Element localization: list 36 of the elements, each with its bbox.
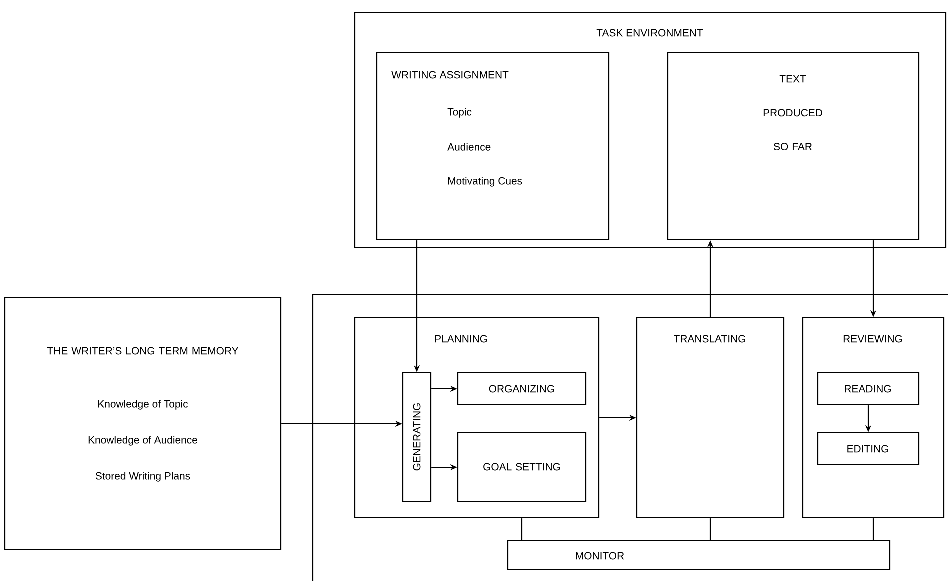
label: MONITOR — [576, 552, 624, 560]
label: REVIEWING — [844, 335, 902, 343]
label: GENERATING — [413, 404, 421, 471]
label: GOAL SETTING — [484, 463, 560, 471]
environment-box — [354, 12, 947, 249]
assignment-box — [376, 52, 610, 241]
process-box — [802, 317, 945, 519]
process-box — [312, 294, 948, 581]
label: ORGANIZING — [489, 385, 554, 393]
label: TRANSLATING — [674, 335, 746, 343]
process-box — [354, 317, 600, 519]
label: Audience — [448, 143, 491, 151]
label: PLANNING — [435, 335, 488, 343]
label: TASK ENVIRONMENT — [596, 29, 704, 37]
monitor-bar — [507, 540, 891, 571]
label: READING — [845, 385, 892, 393]
label: Knowledge of Audience — [88, 436, 198, 446]
process-box — [817, 432, 920, 466]
process-box — [457, 372, 587, 406]
connector-line — [872, 518, 874, 540]
process-box — [457, 432, 587, 503]
process-box — [402, 372, 432, 503]
process-box — [817, 372, 920, 406]
label: THE WRITER’S LONG TERM MEMORY — [47, 347, 239, 355]
label: EDITING — [848, 445, 888, 453]
process-box — [636, 317, 785, 519]
label: Stored Writing Plans — [96, 472, 190, 482]
label: WRITING ASSIGNMENT — [392, 71, 509, 79]
label: Topic — [448, 108, 472, 118]
label: Knowledge of Topic — [98, 400, 188, 410]
label: Motivating Cues — [448, 177, 522, 187]
text-box — [667, 52, 920, 241]
connector-line — [710, 518, 712, 540]
memory-box — [4, 297, 282, 551]
label: TEXT PRODUCED SO FAR — [764, 75, 822, 151]
connector-line — [521, 518, 523, 540]
